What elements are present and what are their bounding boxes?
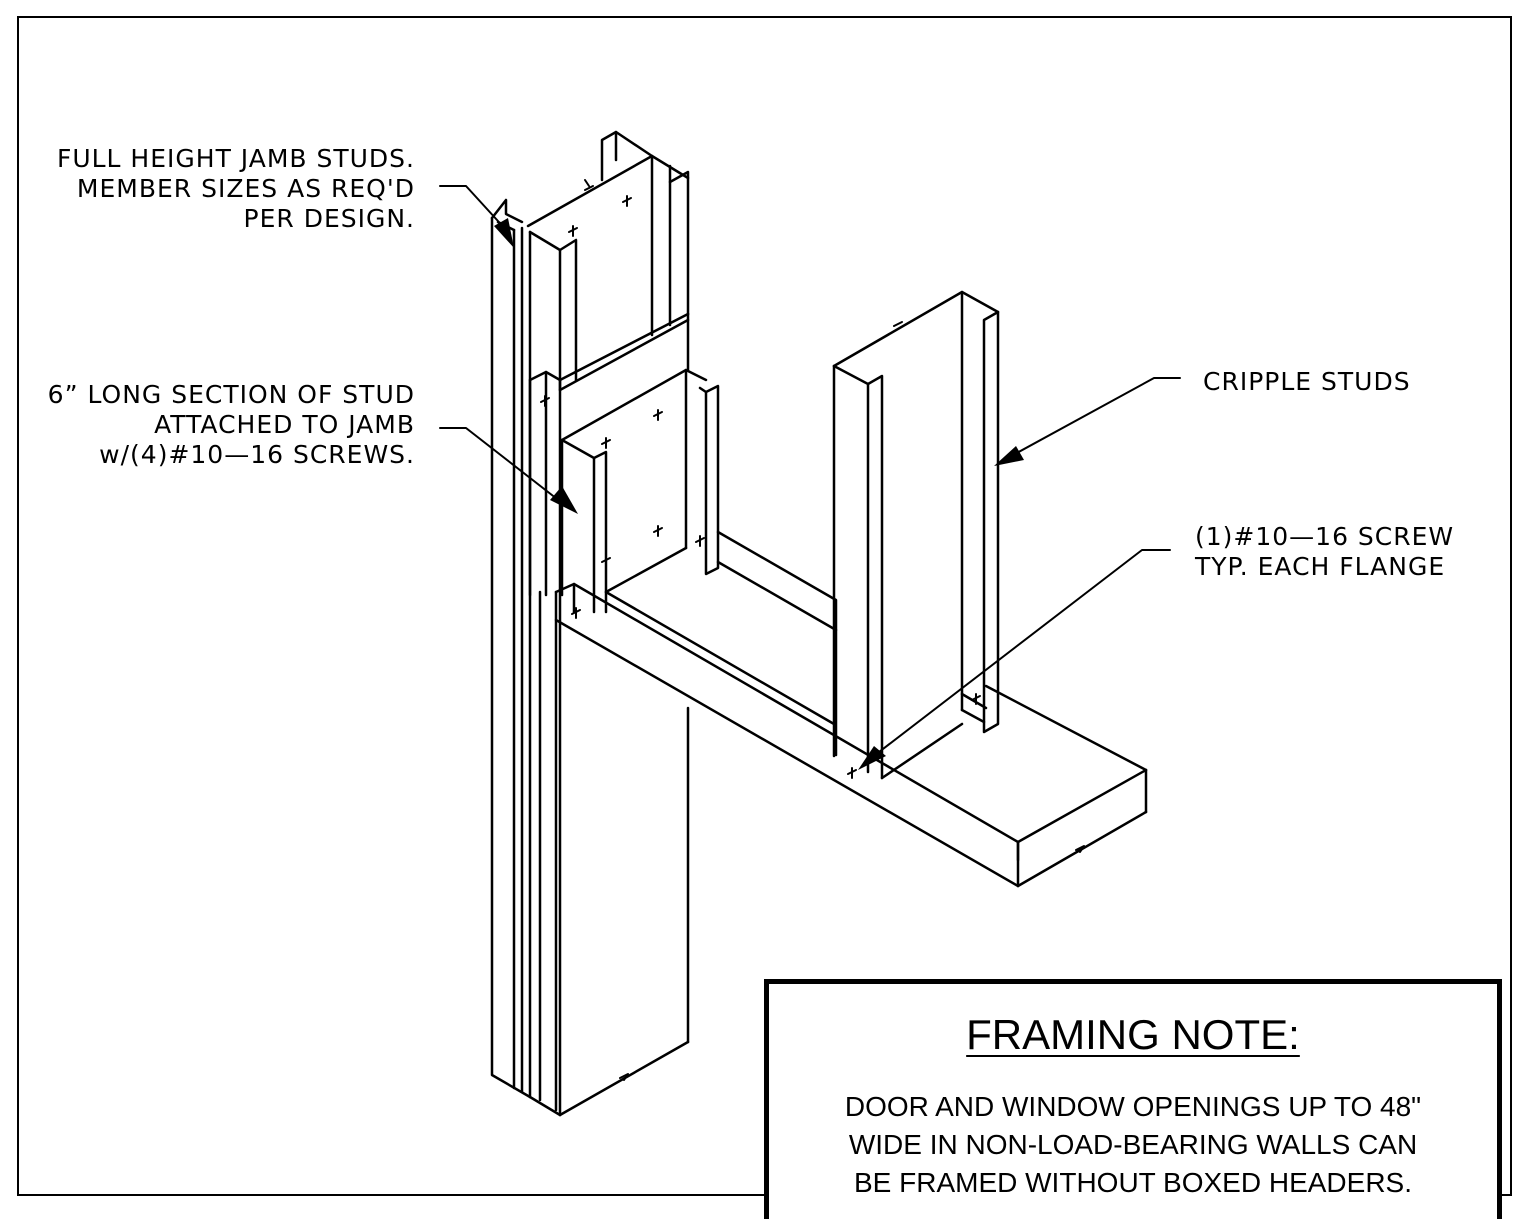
leader-lines	[439, 185, 1181, 763]
leader-arrowheads	[494, 218, 1024, 770]
cripple-stud	[832, 290, 1000, 780]
framing-note-title-text: FRAMING NOTE:	[966, 1011, 1300, 1058]
callout-jamb-line-3: PER DESIGN.	[243, 204, 415, 233]
framing-note-body: DOOR AND WINDOW OPENINGS UP TO 48" WIDE …	[769, 1088, 1497, 1202]
framing-note-title: FRAMING NOTE:	[769, 1010, 1497, 1060]
callout-cripple-studs: CRIPPLE STUDS	[1203, 367, 1411, 397]
callout-section-line-3: w/(4)#10—16 SCREWS.	[99, 440, 415, 469]
callout-screw-line-2: TYP. EACH FLANGE	[1195, 552, 1446, 581]
jamb-stud-edge-lines	[538, 590, 558, 1112]
callout-cripple-line-1: CRIPPLE STUDS	[1203, 367, 1411, 396]
sill-track	[554, 530, 1148, 888]
screw-marks	[540, 179, 1085, 1081]
jamb-stud-inner	[526, 130, 690, 1117]
callout-screw: (1)#10—16 SCREW TYP. EACH FLANGE	[1195, 522, 1454, 582]
framing-note-line-3: BE FRAMED WITHOUT BOXED HEADERS.	[854, 1167, 1412, 1198]
callout-jamb-studs: FULL HEIGHT JAMB STUDS. MEMBER SIZES AS …	[57, 144, 415, 234]
framing-note-line-2: WIDE IN NON-LOAD-BEARING WALLS CAN	[848, 1129, 1418, 1160]
callout-section-line-1: 6” LONG SECTION OF STUD	[47, 380, 415, 409]
framing-note-box: FRAMING NOTE: DOOR AND WINDOW OPENINGS U…	[764, 979, 1502, 1219]
callout-stud-section: 6” LONG SECTION OF STUD ATTACHED TO JAMB…	[48, 380, 415, 470]
callout-section-line-2: ATTACHED TO JAMB	[154, 410, 415, 439]
callout-screw-line-1: (1)#10—16 SCREW	[1195, 522, 1455, 551]
callout-jamb-line-2: MEMBER SIZES AS REQ'D	[76, 174, 415, 203]
stud-section-clip	[528, 312, 720, 614]
callout-jamb-line-1: FULL HEIGHT JAMB STUDS.	[56, 144, 415, 173]
jamb-stud-outer	[490, 198, 532, 1099]
framing-note-line-1: DOOR AND WINDOW OPENINGS UP TO 48"	[844, 1091, 1422, 1122]
